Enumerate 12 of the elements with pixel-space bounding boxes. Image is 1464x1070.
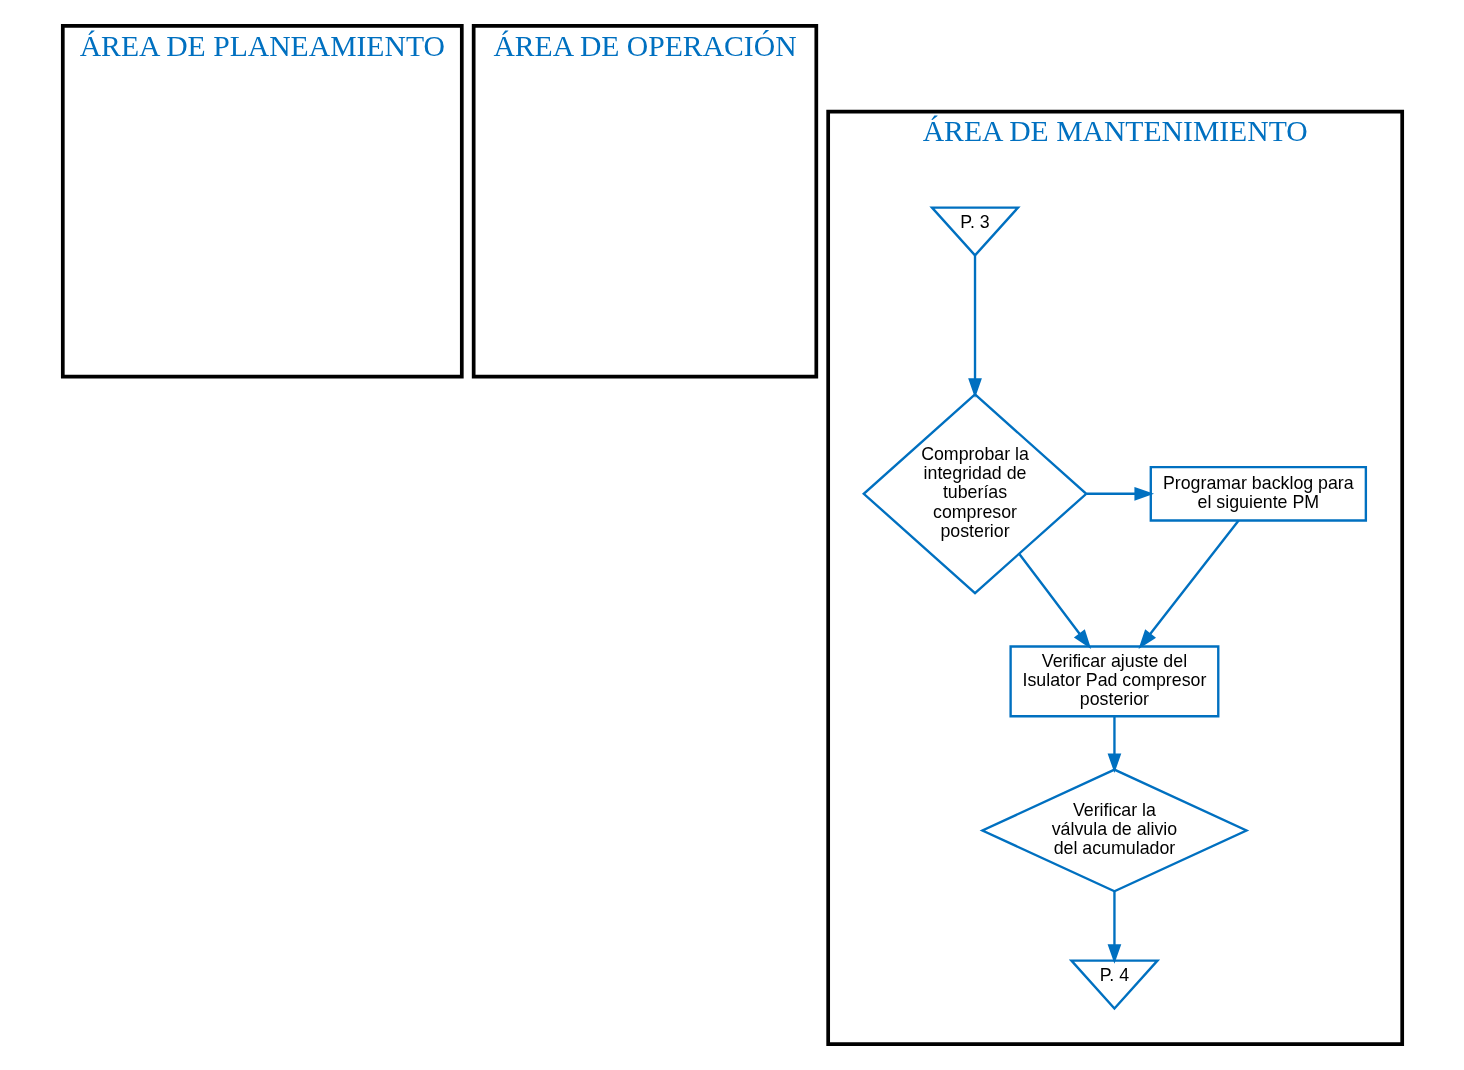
node-box: Verificar ajuste del Isulator Pad compresor posterior — [1008, 645, 1219, 718]
node-diamond: Verificar la válvula de alivio del acumulador — [979, 768, 1249, 893]
arrow — [1138, 519, 1240, 649]
arrow — [1107, 716, 1121, 774]
arrow — [1018, 553, 1091, 650]
arrow — [967, 255, 982, 398]
node-box: ÁREA DE PLANEAMIENTO — [60, 24, 464, 379]
node-box: Programar backlog para el siguiente PM — [1149, 465, 1367, 522]
arrow — [1107, 891, 1121, 964]
node-diamond: Comprobar la integridad de tuberías compresor posterior — [861, 392, 1088, 595]
node-box: ÁREA DE OPERACIÓN — [471, 24, 818, 379]
arrow — [1086, 486, 1154, 501]
